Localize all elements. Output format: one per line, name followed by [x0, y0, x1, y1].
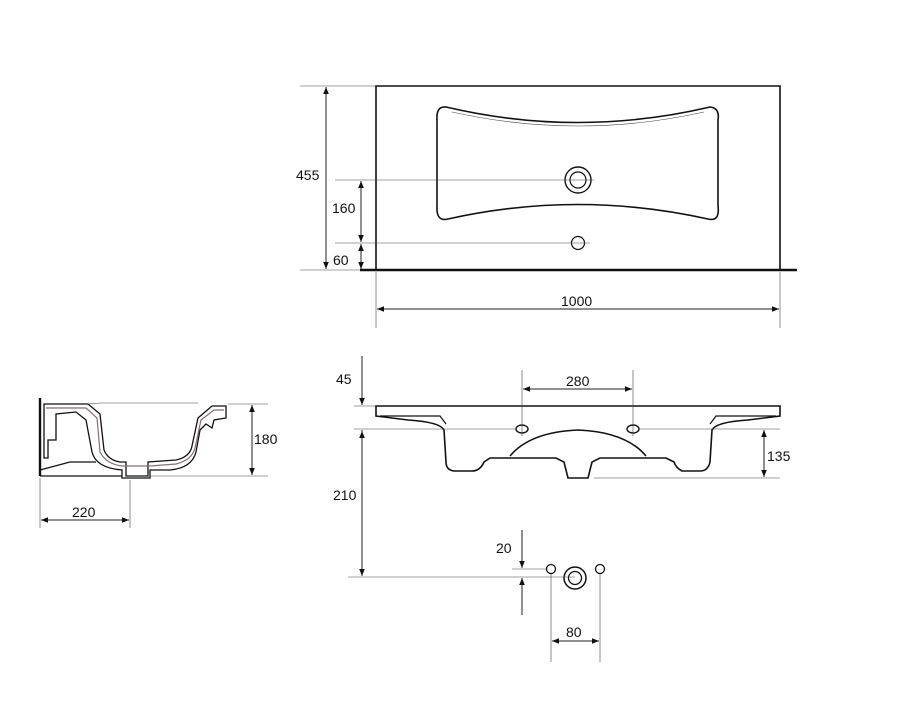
dim-label-60: 60	[333, 252, 349, 268]
dim-label-135: 135	[767, 448, 791, 464]
front-arch	[509, 429, 647, 457]
dim-label-210: 210	[333, 487, 357, 503]
side-view: 180 220	[38, 398, 278, 528]
pipe-hole-left	[545, 563, 557, 575]
dim-label-45: 45	[336, 371, 352, 387]
front-view: 45 280 135 210	[333, 356, 791, 576]
top-view: 455 160 60 1000	[296, 85, 797, 328]
front-outline	[375, 405, 781, 479]
dim-label-180: 180	[254, 431, 278, 447]
dim-label-80: 80	[566, 624, 582, 640]
side-section-hatch	[46, 407, 224, 467]
basin-bowl-inner	[451, 111, 705, 127]
dim-label-220: 220	[72, 504, 96, 520]
dim-label-20: 20	[496, 540, 512, 556]
front-rim-line	[380, 415, 776, 425]
side-section-outer	[43, 403, 227, 479]
basin-bowl	[436, 106, 720, 221]
drain-pipe-inner	[567, 570, 583, 586]
dim-label-160: 160	[332, 200, 356, 216]
side-mount	[39, 461, 122, 477]
pipe-detail: 20 80	[348, 530, 606, 662]
side-bowl-surface	[87, 402, 198, 405]
pipe-hole-right	[594, 563, 606, 575]
dim-label-280: 280	[566, 373, 590, 389]
drain-pipe-outer	[563, 566, 587, 590]
dim-label-1000: 1000	[561, 293, 592, 309]
dim-label-455: 455	[296, 167, 320, 183]
